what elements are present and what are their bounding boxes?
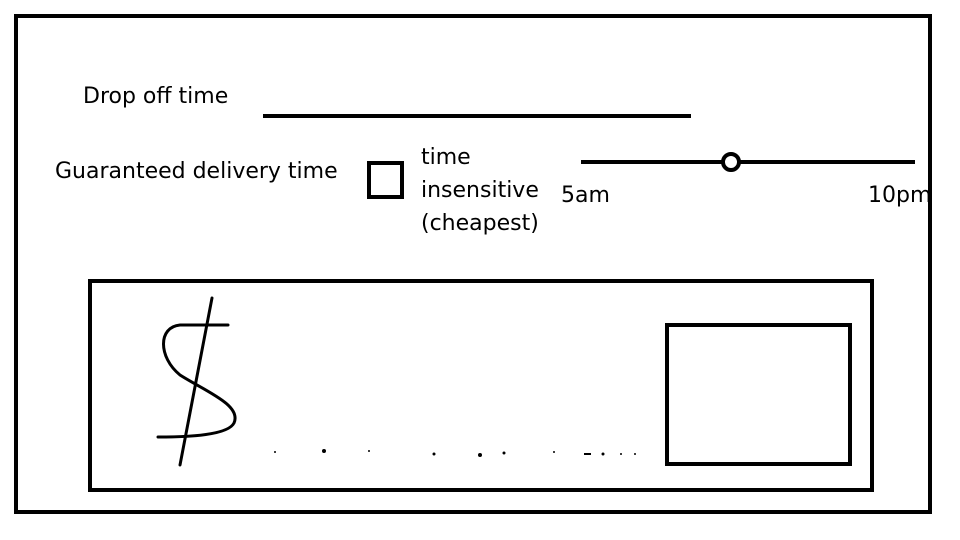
price-panel — [88, 279, 874, 492]
delivery-time-slider-track[interactable] — [581, 160, 915, 164]
slider-max-label: 10pm — [868, 183, 932, 208]
time-insensitive-label: time insensitive (cheapest) — [421, 141, 561, 240]
price-placeholder-dots — [274, 449, 636, 457]
time-insensitive-line-1: time — [421, 145, 471, 170]
time-insensitive-checkbox[interactable] — [367, 161, 404, 199]
price-action-box[interactable] — [665, 323, 852, 466]
time-insensitive-line-3: (cheapest) — [421, 211, 539, 236]
guaranteed-delivery-label: Guaranteed delivery time — [55, 159, 338, 184]
time-insensitive-line-2: insensitive — [421, 178, 539, 203]
slider-min-label: 5am — [561, 183, 610, 208]
drop-off-time-input[interactable] — [263, 114, 691, 118]
drop-off-time-label: Drop off time — [83, 84, 229, 109]
window-frame — [14, 14, 932, 514]
dollar-sign-icon — [156, 296, 237, 467]
delivery-time-slider-thumb[interactable] — [721, 152, 741, 172]
